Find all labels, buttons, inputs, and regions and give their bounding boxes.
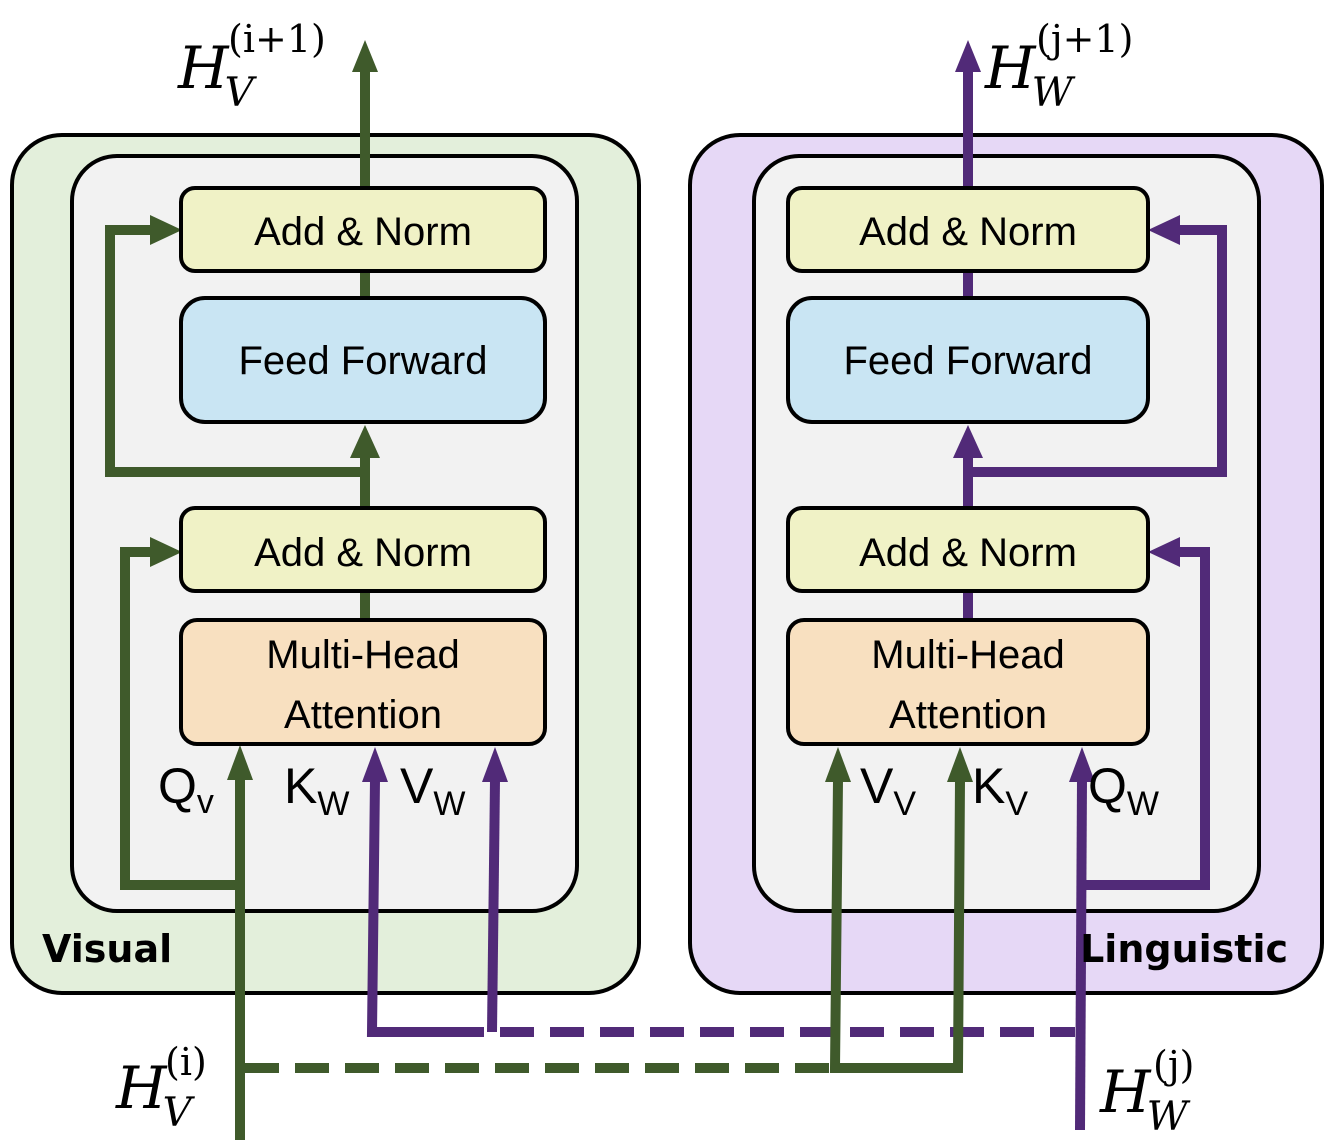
linguistic-multi-head-attention: Multi-Head Attention bbox=[786, 618, 1150, 746]
linguistic-panel-label: Linguistic bbox=[1080, 927, 1288, 971]
add-norm-label: Add & Norm bbox=[254, 531, 472, 575]
visual-feed-forward: Feed Forward bbox=[179, 296, 547, 424]
visual-key-label: KW bbox=[284, 758, 349, 823]
linguistic-query-label: QW bbox=[1088, 758, 1159, 823]
add-norm-label: Add & Norm bbox=[859, 210, 1077, 254]
arrow-head-icon bbox=[362, 747, 388, 782]
visual-input-label: HV bbox=[115, 1054, 196, 1136]
linguistic-stream: Add & Norm Feed Forward Add & Norm Multi… bbox=[688, 17, 1324, 1140]
visual-query-label: Qv bbox=[158, 758, 214, 821]
arrow-head-icon bbox=[953, 425, 983, 458]
linguistic-input-superscript: (j) bbox=[1153, 1043, 1194, 1087]
visual-multi-head-attention: Multi-Head Attention bbox=[179, 618, 547, 746]
visual-output-superscript: (i+1) bbox=[228, 17, 326, 61]
linguistic-cross-connectors bbox=[829, 779, 965, 1073]
linguistic-feed-forward: Feed Forward bbox=[786, 296, 1150, 424]
visual-panel-label: Visual bbox=[42, 927, 172, 971]
feed-forward-label: Feed Forward bbox=[239, 339, 488, 383]
linguistic-add-norm-top: Add & Norm bbox=[786, 186, 1150, 273]
arrow-head-icon bbox=[1148, 537, 1180, 567]
arrow-head-icon bbox=[825, 747, 851, 782]
add-norm-label: Add & Norm bbox=[254, 210, 472, 254]
visual-cross-connectors bbox=[366, 779, 1075, 1037]
feed-forward-label: Feed Forward bbox=[844, 339, 1093, 383]
arrow-head-icon bbox=[227, 745, 253, 780]
arrow-head-icon bbox=[352, 40, 378, 72]
linguistic-connectors bbox=[963, 70, 1227, 1131]
visual-stream: Add & Norm Feed Forward Add & Norm Multi… bbox=[10, 17, 1075, 1140]
arrow-head-icon bbox=[150, 215, 182, 245]
linguistic-input-label: HW bbox=[1099, 1058, 1191, 1140]
linguistic-output-label: HW bbox=[984, 34, 1076, 116]
visual-connectors bbox=[105, 70, 835, 1140]
arrow-head-icon bbox=[947, 747, 973, 782]
linguistic-key-label: KV bbox=[972, 758, 1028, 823]
arrow-head-icon bbox=[350, 425, 380, 458]
arrow-head-icon bbox=[150, 537, 182, 567]
attention-label-line1: Multi-Head bbox=[266, 633, 459, 677]
add-norm-label: Add & Norm bbox=[859, 531, 1077, 575]
linguistic-output-superscript: (j+1) bbox=[1036, 17, 1133, 61]
visual-add-norm-top: Add & Norm bbox=[179, 186, 547, 273]
arrow-head-icon bbox=[1148, 215, 1180, 245]
attention-label-line1: Multi-Head bbox=[871, 633, 1064, 677]
visual-value-label: VW bbox=[400, 758, 465, 823]
arrow-head-icon bbox=[955, 40, 981, 72]
visual-add-norm-bottom: Add & Norm bbox=[179, 506, 547, 593]
linguistic-add-norm-bottom: Add & Norm bbox=[786, 506, 1150, 593]
visual-output-label: HV bbox=[177, 34, 258, 116]
linguistic-arrowheads bbox=[953, 40, 1180, 782]
attention-label-line2: Attention bbox=[889, 693, 1047, 737]
attention-label-line2: Attention bbox=[284, 693, 442, 737]
linguistic-value-label: VV bbox=[860, 758, 916, 823]
arrow-head-icon bbox=[482, 747, 508, 782]
arrow-head-icon bbox=[1069, 747, 1095, 782]
visual-input-superscript: (i) bbox=[165, 1040, 207, 1084]
visual-arrowheads bbox=[150, 40, 380, 780]
